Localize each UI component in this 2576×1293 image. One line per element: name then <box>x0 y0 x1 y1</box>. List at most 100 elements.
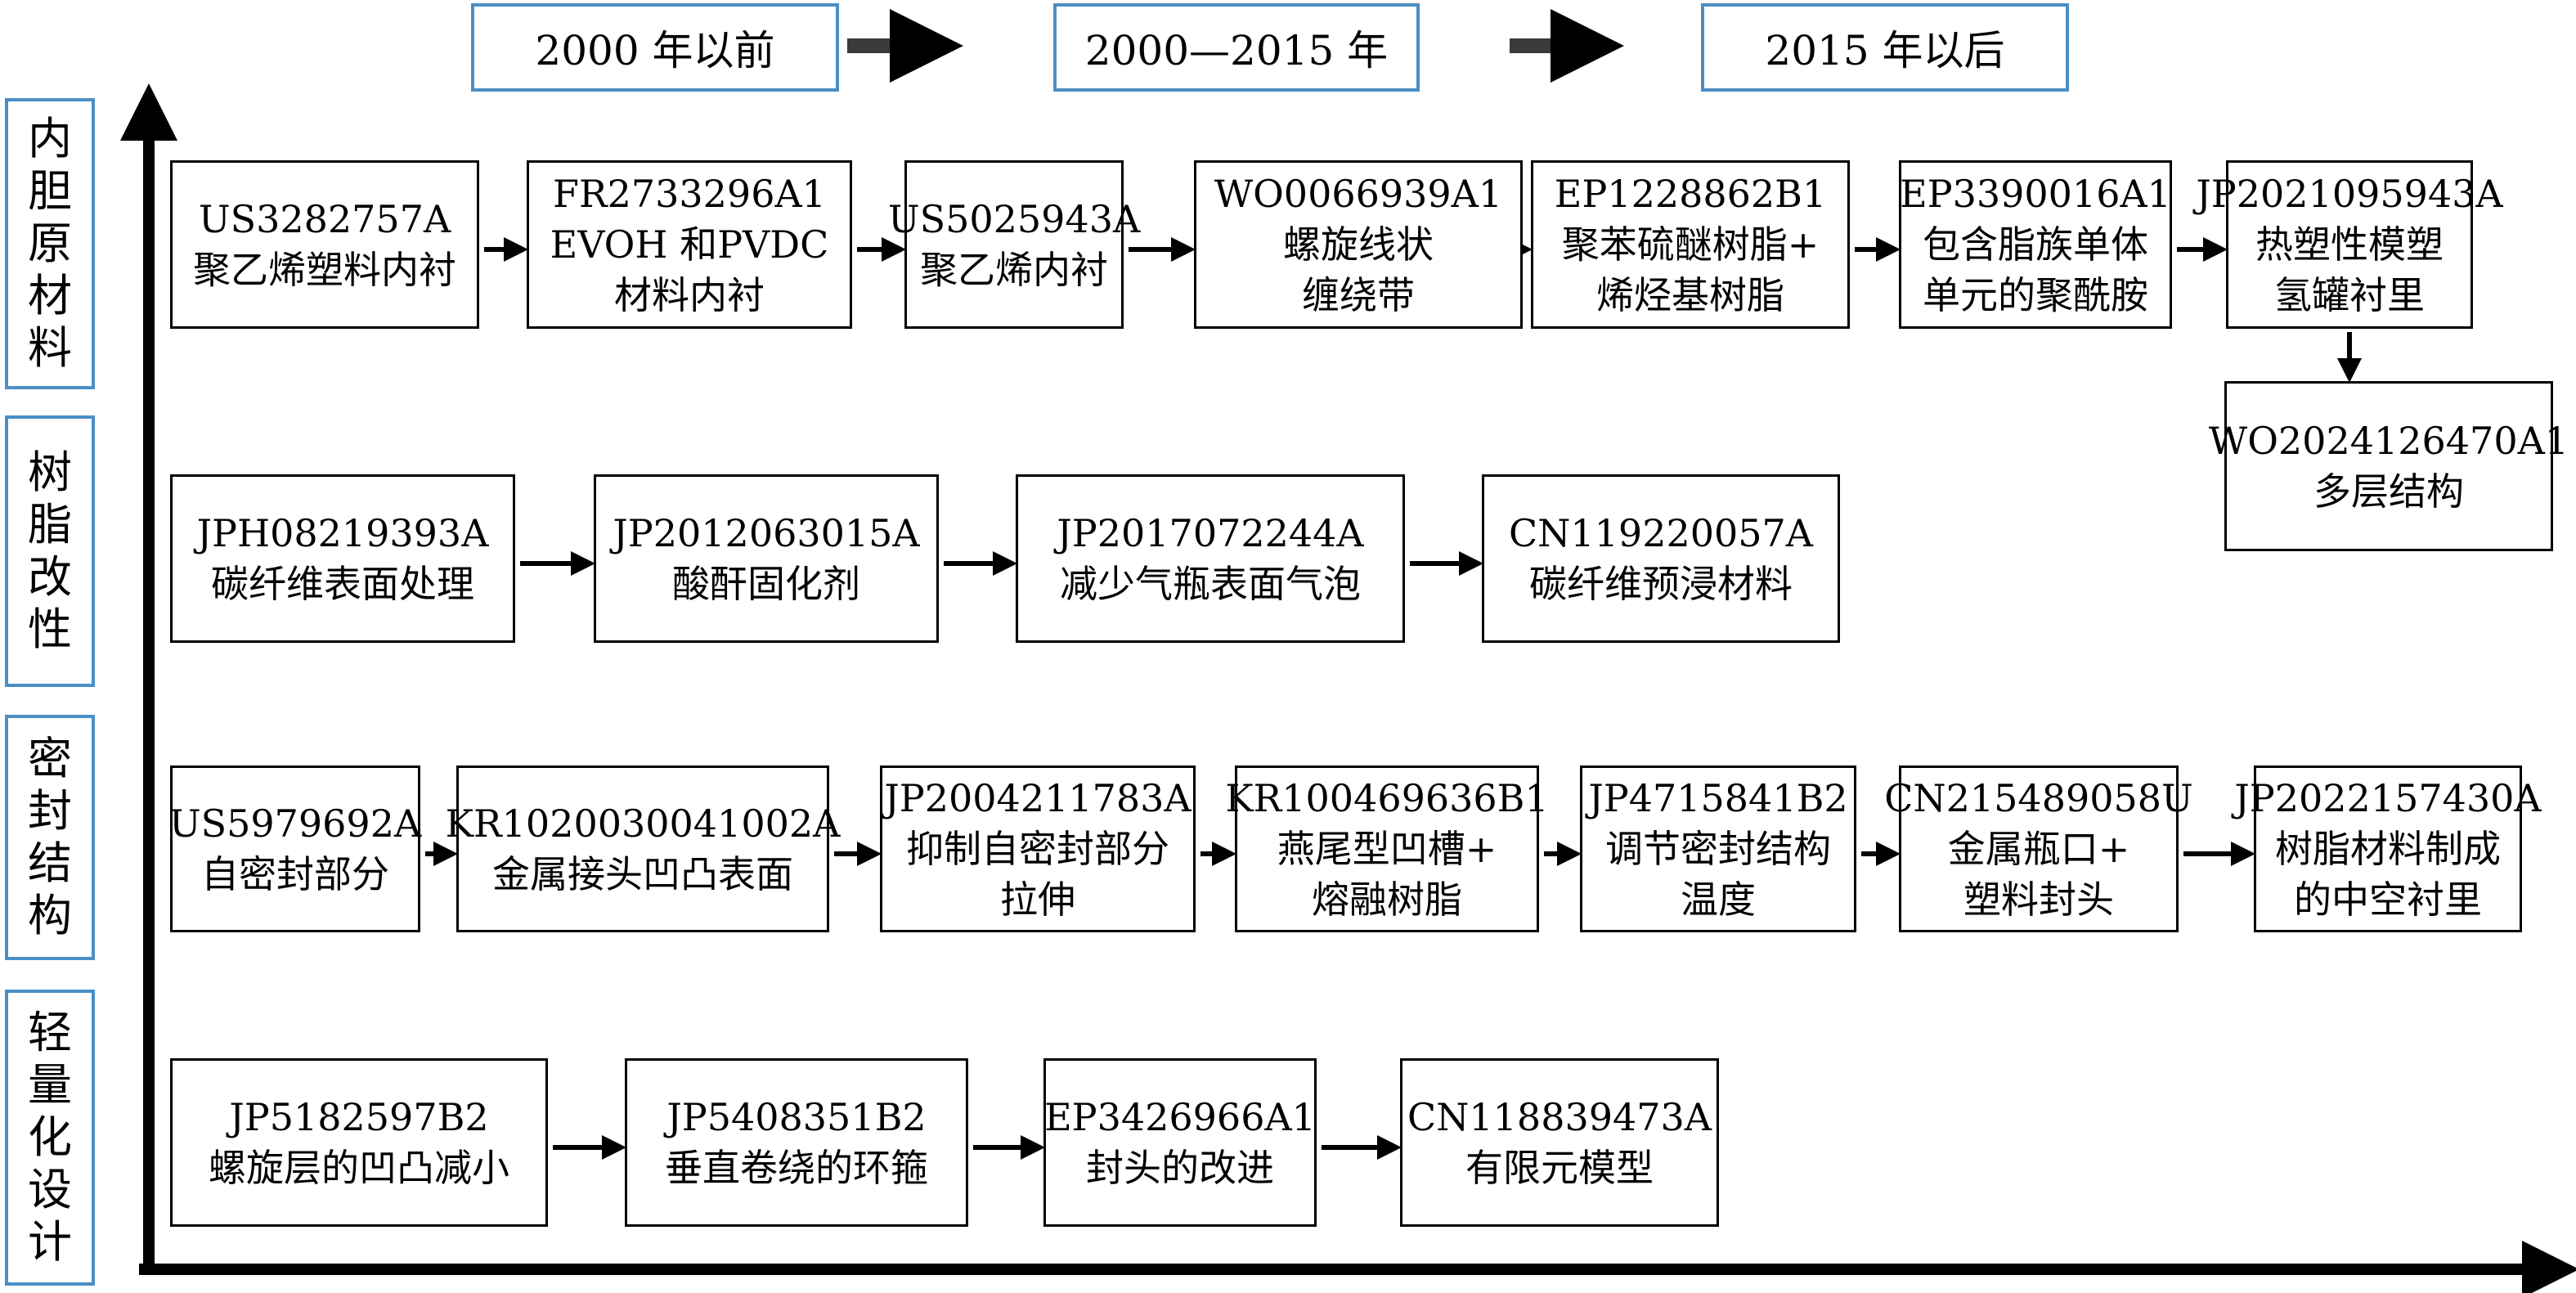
patent-number: CN119220057A <box>1508 511 1814 555</box>
patent-box: CN118839473A 有限元模型 <box>1400 1058 1719 1227</box>
category-char: 轻 <box>28 1007 72 1058</box>
patent-number: JP5408351B2 <box>666 1095 927 1139</box>
flow-arrows <box>425 237 2362 1160</box>
patent-description: 抑制自密封部分 <box>906 827 1169 871</box>
patent-number: JP4715841B2 <box>1588 776 1848 820</box>
patent-description: 单元的聚酰胺 <box>1923 273 2148 317</box>
patent-number: JPH08219393A <box>196 511 489 555</box>
category-char: 量 <box>28 1059 72 1111</box>
patent-description: 金属瓶口+ <box>1947 827 2130 871</box>
category-label-3: 密封结构 <box>5 715 95 960</box>
patent-box: CN119220057A 碳纤维预浸材料 <box>1482 474 1840 643</box>
patent-number: EP3426966A1 <box>1044 1095 1316 1139</box>
patent-number: JP2004211783A <box>884 776 1192 820</box>
patent-number: JP5182597B2 <box>229 1095 489 1139</box>
patent-description: 碳纤维表面处理 <box>211 562 474 606</box>
category-char: 计 <box>28 1216 72 1268</box>
patent-description: 聚乙烯塑料内衬 <box>193 248 456 292</box>
patent-box: JP2017072244A 减少气瓶表面气泡 <box>1016 474 1405 643</box>
patent-description: 多层结构 <box>2313 469 2464 514</box>
category-char: 结 <box>28 837 72 889</box>
patent-description: 封头的改进 <box>1086 1146 1274 1190</box>
category-char: 设 <box>28 1164 72 1215</box>
patent-number: EP3390016A1 <box>1900 172 2171 216</box>
patent-description: 拉伸 <box>1000 878 1075 922</box>
patent-number: US5025943A <box>887 197 1141 241</box>
category-char: 材 <box>28 270 72 321</box>
category-char: 脂 <box>28 499 72 550</box>
patent-description: 的中空衬里 <box>2294 878 2482 922</box>
patent-number: US5979692A <box>168 801 422 846</box>
patent-number: JP2021095943A <box>2196 172 2503 216</box>
category-char: 改 <box>28 551 72 603</box>
patent-number: EP1228862B1 <box>1554 172 1827 216</box>
patent-description: 金属接头凹凸表面 <box>492 852 793 896</box>
patent-description: 热塑性模塑 <box>2255 222 2444 267</box>
category-char: 原 <box>28 218 72 269</box>
patent-number: KR100469636B1 <box>1225 776 1549 820</box>
patent-box: US3282757A 聚乙烯塑料内衬 <box>170 160 479 329</box>
patent-description: 有限元模型 <box>1465 1146 1654 1190</box>
patent-description: 自密封部分 <box>201 852 389 896</box>
category-char: 化 <box>28 1111 72 1163</box>
patent-box: CN215489058U 金属瓶口+ 塑料封头 <box>1884 765 2193 932</box>
patent-description: 缠绕带 <box>1302 273 1415 317</box>
patent-description: 包含脂族单体 <box>1923 222 2148 267</box>
patent-box: US5979692A 自密封部分 <box>168 765 422 932</box>
patent-description: 燕尾型凹槽+ <box>1277 827 1497 871</box>
patent-box: JP2004211783A 抑制自密封部分拉伸 <box>880 765 1196 932</box>
axes <box>120 83 2576 1293</box>
era-label-3: 2015 年以后 <box>1701 3 2069 92</box>
patent-description: 聚苯硫醚树脂+ <box>1561 222 1820 267</box>
patent-description: 调节密封结构 <box>1605 827 1831 871</box>
patent-number: KR1020030041002A <box>445 801 841 846</box>
patent-description: 熔融树脂 <box>1312 878 1462 922</box>
patent-description: 树脂材料制成 <box>2275 827 2501 871</box>
patent-number: US3282757A <box>198 197 451 241</box>
patent-box: JP2012063015A 酸酐固化剂 <box>594 474 939 643</box>
patent-box: JP4715841B2 调节密封结构温度 <box>1580 765 1856 932</box>
patent-number: CN215489058U <box>1884 776 2193 820</box>
patent-description: EVOH 和PVDC <box>550 222 829 267</box>
category-char: 胆 <box>28 165 72 217</box>
patent-box: EP3426966A1 封头的改进 <box>1043 1058 1317 1227</box>
category-char: 构 <box>28 890 72 941</box>
category-char: 密 <box>28 733 72 784</box>
patent-description: 减少气瓶表面气泡 <box>1060 562 1361 606</box>
category-char: 内 <box>28 113 72 164</box>
patent-description: 氢罐衬里 <box>2274 273 2425 317</box>
patent-description: 塑料封头 <box>1963 878 2114 922</box>
patent-description: 材料内衬 <box>614 273 765 317</box>
era-label-2: 2000—2015 年 <box>1053 3 1420 92</box>
patent-description: 酸酐固化剂 <box>672 562 860 606</box>
patent-description: 温度 <box>1681 878 1756 922</box>
patent-number: FR2733296A1 <box>553 172 826 216</box>
era-label-1: 2000 年以前 <box>471 3 839 92</box>
category-label-2: 树脂改性 <box>5 415 95 687</box>
patent-number: CN118839473A <box>1407 1095 1712 1139</box>
patent-description: 聚乙烯内衬 <box>920 248 1108 292</box>
category-char: 封 <box>28 785 72 837</box>
category-char: 树 <box>28 447 72 498</box>
category-char: 性 <box>28 604 72 655</box>
patent-number: JP2017072244A <box>1057 511 1364 555</box>
patent-description: 垂直卷绕的环箍 <box>665 1146 928 1190</box>
patent-number: JP2012063015A <box>613 511 920 555</box>
patent-box: WO0066939A1 螺旋线状缠绕带 <box>1194 160 1523 329</box>
patent-description: 碳纤维预浸材料 <box>1529 562 1793 606</box>
patent-box: KR1020030041002A 金属接头凹凸表面 <box>446 765 840 932</box>
patent-box: JP2021095943A 热塑性模塑氢罐衬里 <box>2196 160 2503 329</box>
patent-number: WO0066939A1 <box>1214 172 1503 216</box>
category-label-4: 轻量化设计 <box>5 990 95 1286</box>
patent-description: 螺旋线状 <box>1283 222 1434 267</box>
patent-box: JPH08219393A 碳纤维表面处理 <box>170 474 515 643</box>
patent-box: US5025943A 聚乙烯内衬 <box>888 160 1140 329</box>
category-char: 料 <box>28 322 72 374</box>
